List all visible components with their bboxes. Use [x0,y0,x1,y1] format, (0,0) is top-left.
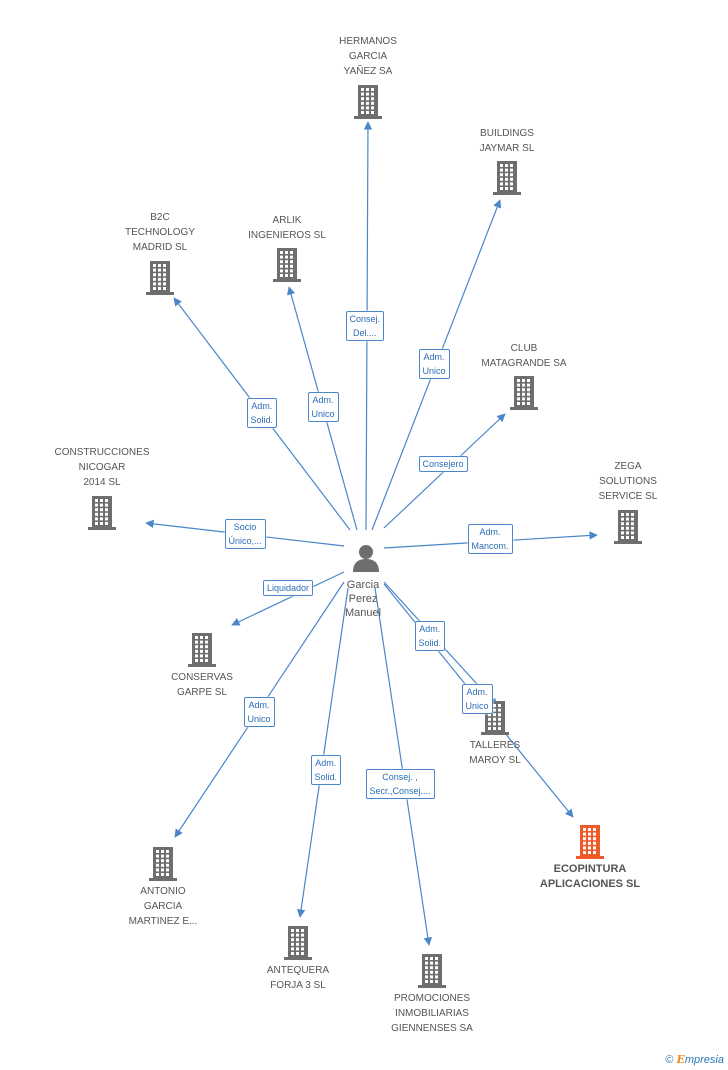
edge-label-club[interactable]: Consejero [418,456,468,472]
edge-antequera [296,587,349,918]
building-icon-buildings[interactable] [491,161,523,195]
role-text: Solid. [314,772,338,782]
role-text: Adm. [251,401,273,411]
role-text: Adm. [479,527,501,537]
company-name-line: PROMOCIONES [393,993,471,1004]
company-name-line: MARTINEZ E... [128,916,198,927]
building-icon-antequera[interactable] [282,926,314,960]
brand-name: mpresia [684,1054,724,1066]
role-text: Liquidador [267,583,310,593]
edge-label-zega[interactable]: Adm. Mancom. [467,524,513,554]
company-name-line: CONSERVAS [171,672,233,683]
company-name-line: MAROY SL [469,755,521,766]
person-node[interactable] [350,542,382,574]
company-name-line: NICOGAR [78,462,126,473]
company-name-line: TECHNOLOGY [124,227,195,238]
company-name-line: SERVICE SL [598,491,658,502]
copyright: © Empresia [665,1053,724,1066]
company-name-line: TALLERES [469,740,521,751]
company-name-line: ZEGA [614,461,642,472]
role-text: Solid. [250,415,274,425]
edge-label-hermanos[interactable]: Consej. Del.... [345,311,385,341]
role-text: Adm. [423,352,445,362]
role-text: Unico [465,701,489,711]
edge-label-antonio[interactable]: Adm. Unico [243,697,275,727]
building-icon-b2c[interactable] [144,261,176,295]
role-text: Consejero [422,459,464,469]
edge-label-promociones[interactable]: Consej. , Secr.,Consej.... [365,769,435,799]
role-text: Adm. [419,624,441,634]
edge-promociones [374,587,433,946]
company-name-line: FORJA 3 SL [270,980,326,991]
edge-label-ecopintura[interactable]: Adm. Unico [461,684,493,714]
role-text: Secr.,Consej.... [369,786,431,796]
edge-label-arlik[interactable]: Adm. Unico [307,392,339,422]
person-name-line: Manuel [344,607,382,619]
company-name-line: HERMANOS [339,36,397,47]
role-text: Consej. , [382,772,418,782]
role-text: Consej. [349,314,381,324]
role-text: Solid. [418,638,442,648]
building-icon-club[interactable] [508,376,540,410]
role-text: Socio [233,522,257,532]
company-name-line: YAÑEZ SA [343,66,393,77]
company-name-line: CLUB [510,343,538,354]
role-text: Del.... [353,328,377,338]
role-text: Unico [247,714,271,724]
person-icon [353,545,379,572]
company-name-line: GARCIA [348,51,388,62]
role-text: Adm. [248,700,270,710]
company-name-line: ANTEQUERA [266,965,330,976]
copyright-symbol: © [665,1054,674,1066]
role-text: Mancom. [471,541,509,551]
company-name-line: APLICACIONES SL [539,878,641,890]
edge-label-antequera[interactable]: Adm. Solid. [310,755,342,785]
building-icon-construcciones[interactable] [86,496,118,530]
role-text: Unico [422,366,446,376]
building-icon-hermanos[interactable] [352,85,384,119]
company-name-line: ARLIK [272,215,302,226]
role-text: Unico [311,409,335,419]
company-name-line: BUILDINGS [480,128,534,139]
edge-conservas [231,571,345,626]
company-name-line: MATAGRANDE SA [481,358,567,369]
company-name-line: JAYMAR SL [479,143,535,154]
person-name-line: Perez [348,593,378,605]
company-name-line: GARPE SL [176,687,228,698]
role-text: Adm. [466,687,488,697]
role-text: Único,... [228,536,262,546]
edge-label-talleres[interactable]: Adm. Solid. [414,621,446,651]
person-name-line: Garcia [346,579,380,591]
company-name-line: B2C [150,212,170,223]
company-name-line: INMOBILIARIAS [395,1008,469,1019]
company-name-line: GARCIA [143,901,183,912]
edge-label-b2c[interactable]: Adm. Solid. [246,398,278,428]
building-icon-antonio[interactable] [147,847,179,881]
company-name-line: 2014 SL [83,477,121,488]
company-name-line: SOLUTIONS [599,476,657,487]
building-icon-zega[interactable] [612,510,644,544]
company-name-line: ANTONIO [140,886,186,897]
company-name-line: CONSTRUCCIONES [54,447,150,458]
building-icon-arlik[interactable] [271,248,303,282]
edge-label-conservas[interactable]: Liquidador [263,580,314,596]
role-text: Adm. [315,758,337,768]
company-name-line: ECOPINTURA [553,863,627,875]
building-icon-promociones[interactable] [416,954,448,988]
company-name-line: INGENIEROS SL [248,230,326,241]
building-icon-conservas[interactable] [186,633,218,667]
company-name-line: MADRID SL [132,242,188,253]
role-text: Adm. [312,395,334,405]
company-name-line: GIENNENSES SA [391,1023,473,1034]
building-icon-ecopintura[interactable] [574,825,606,859]
edge-label-buildings[interactable]: Adm. Unico [418,349,450,379]
brand-initial: E [676,1053,685,1066]
